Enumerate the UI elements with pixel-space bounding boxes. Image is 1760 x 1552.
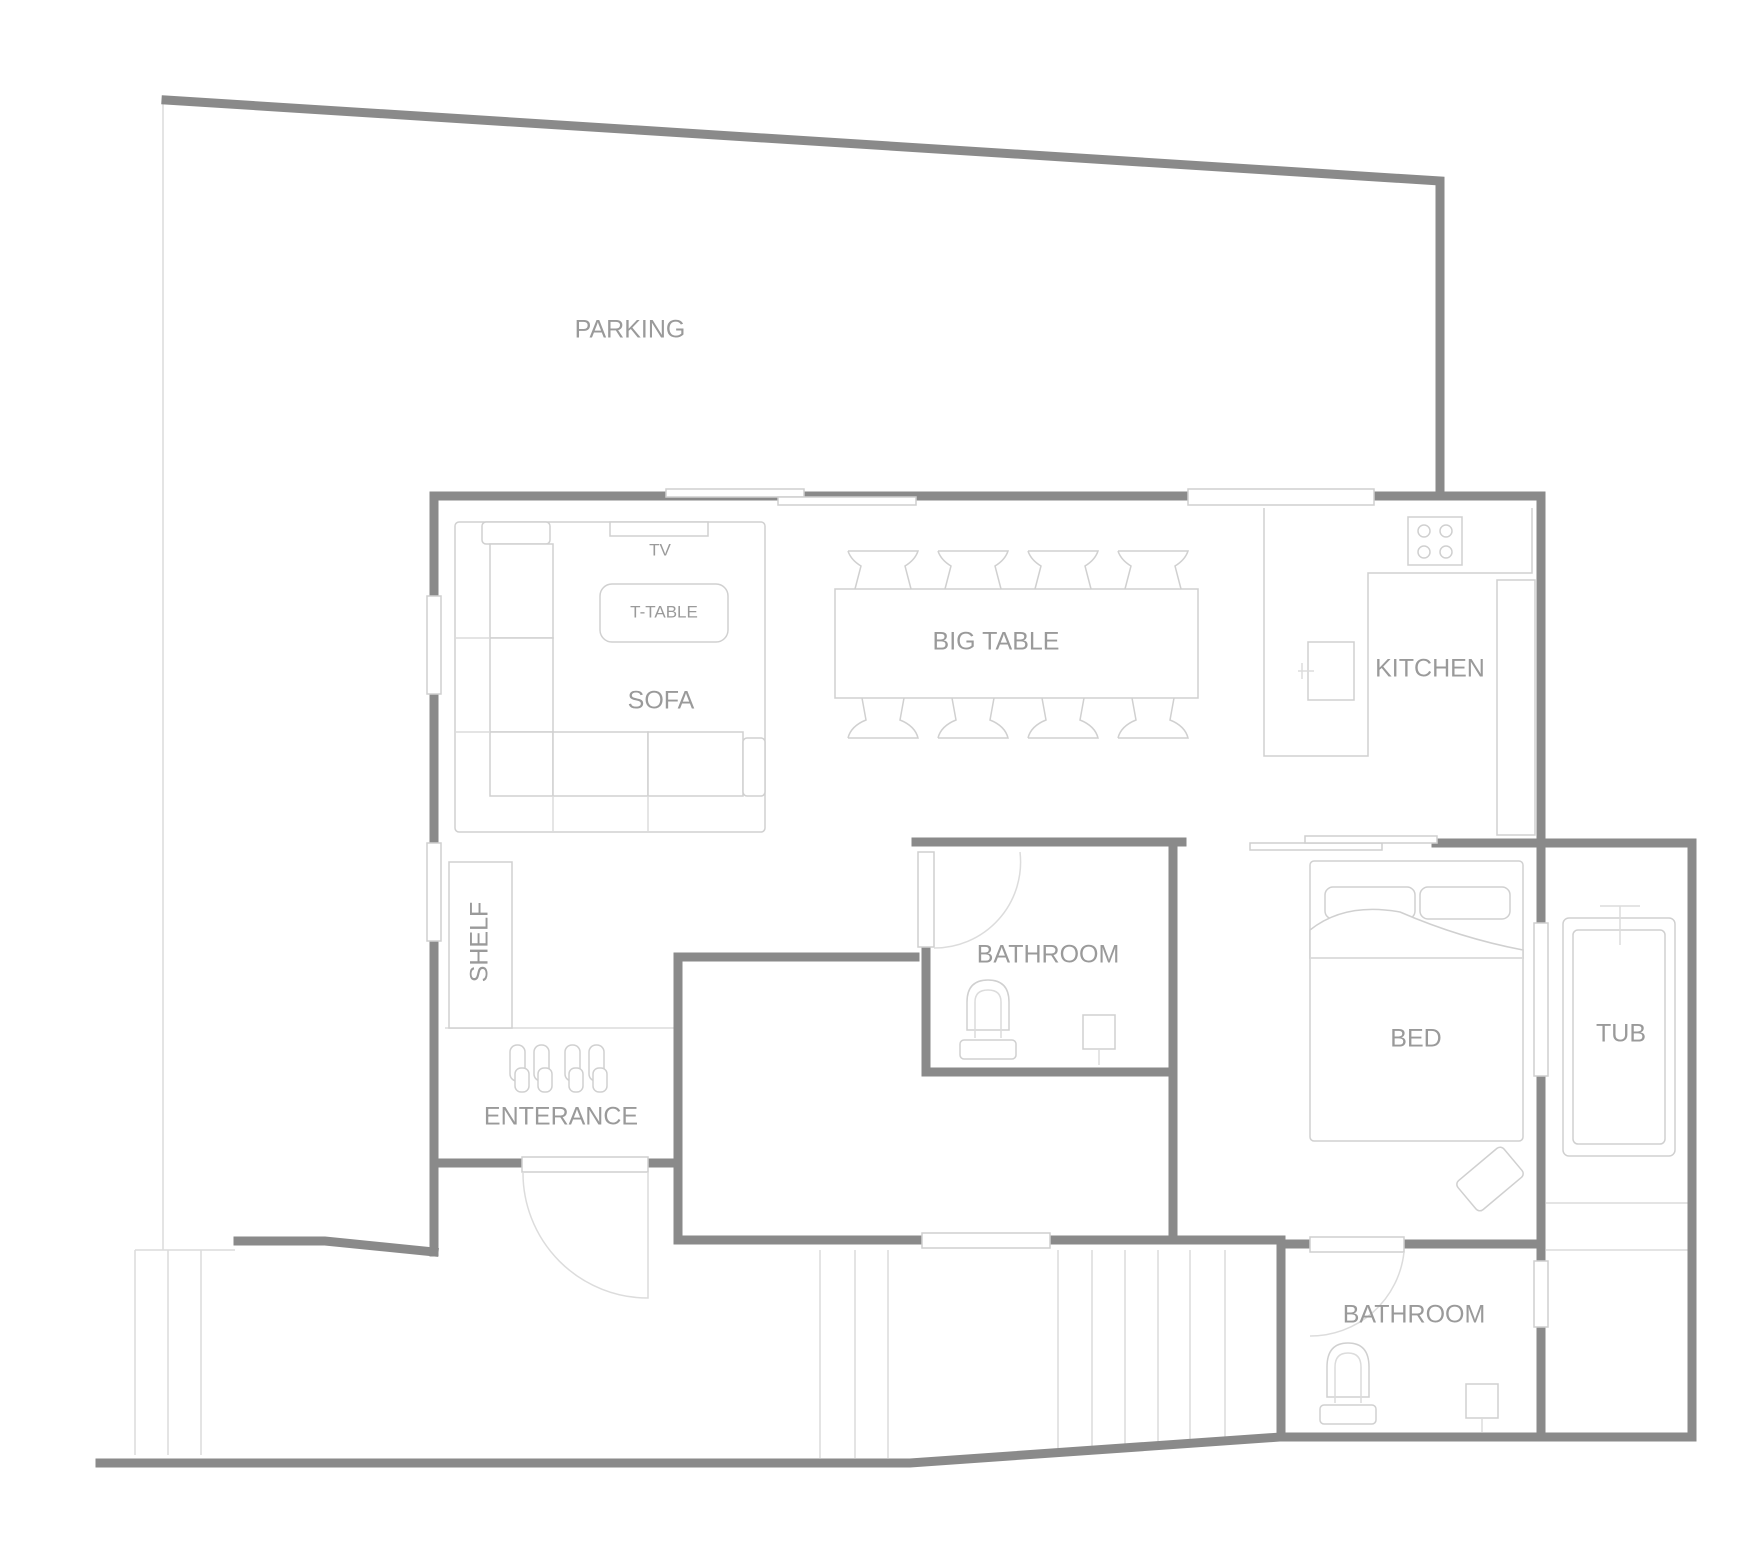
- label-sofa: SOFA: [628, 687, 695, 715]
- label-entrance: ENTERANCE: [484, 1103, 638, 1131]
- label-big-table: BIG TABLE: [933, 628, 1060, 656]
- kitchen-counter: [1263, 508, 1536, 836]
- label-kitchen: KITCHEN: [1375, 655, 1485, 683]
- sofa-group: [454, 521, 766, 833]
- label-t-table: T-TABLE: [630, 602, 698, 621]
- site-lines: [134, 100, 1690, 1458]
- label-parking: PARKING: [575, 316, 686, 344]
- t-table: [599, 583, 729, 643]
- big-table-group: [834, 550, 1199, 739]
- tub-fixture: [1562, 905, 1676, 1157]
- floor-drain-icon: [1082, 1014, 1116, 1065]
- lower-floor-drain-icon: [1465, 1383, 1499, 1432]
- chairs-bottom: [847, 697, 1189, 739]
- pillow-icon: [1456, 1146, 1524, 1212]
- shelf-unit: [448, 861, 513, 1029]
- label-bathroom-lower: BATHROOM: [1343, 1301, 1486, 1329]
- slippers-icon: [509, 1044, 608, 1093]
- tv-unit: [609, 521, 709, 537]
- chairs-top: [847, 550, 1190, 590]
- bed-frame: [1309, 860, 1524, 1142]
- label-tub: TUB: [1596, 1020, 1646, 1048]
- toilet-icon: [959, 979, 1017, 1060]
- windows: [426, 488, 1549, 1328]
- label-shelf: SHELF: [466, 902, 494, 983]
- label-bed: BED: [1390, 1025, 1441, 1053]
- label-bathroom-main: BATHROOM: [977, 941, 1120, 969]
- lower-toilet-icon: [1319, 1342, 1377, 1425]
- door-swings: [522, 851, 1405, 1337]
- walls: [95, 95, 1697, 1468]
- label-tv: TV: [649, 540, 671, 559]
